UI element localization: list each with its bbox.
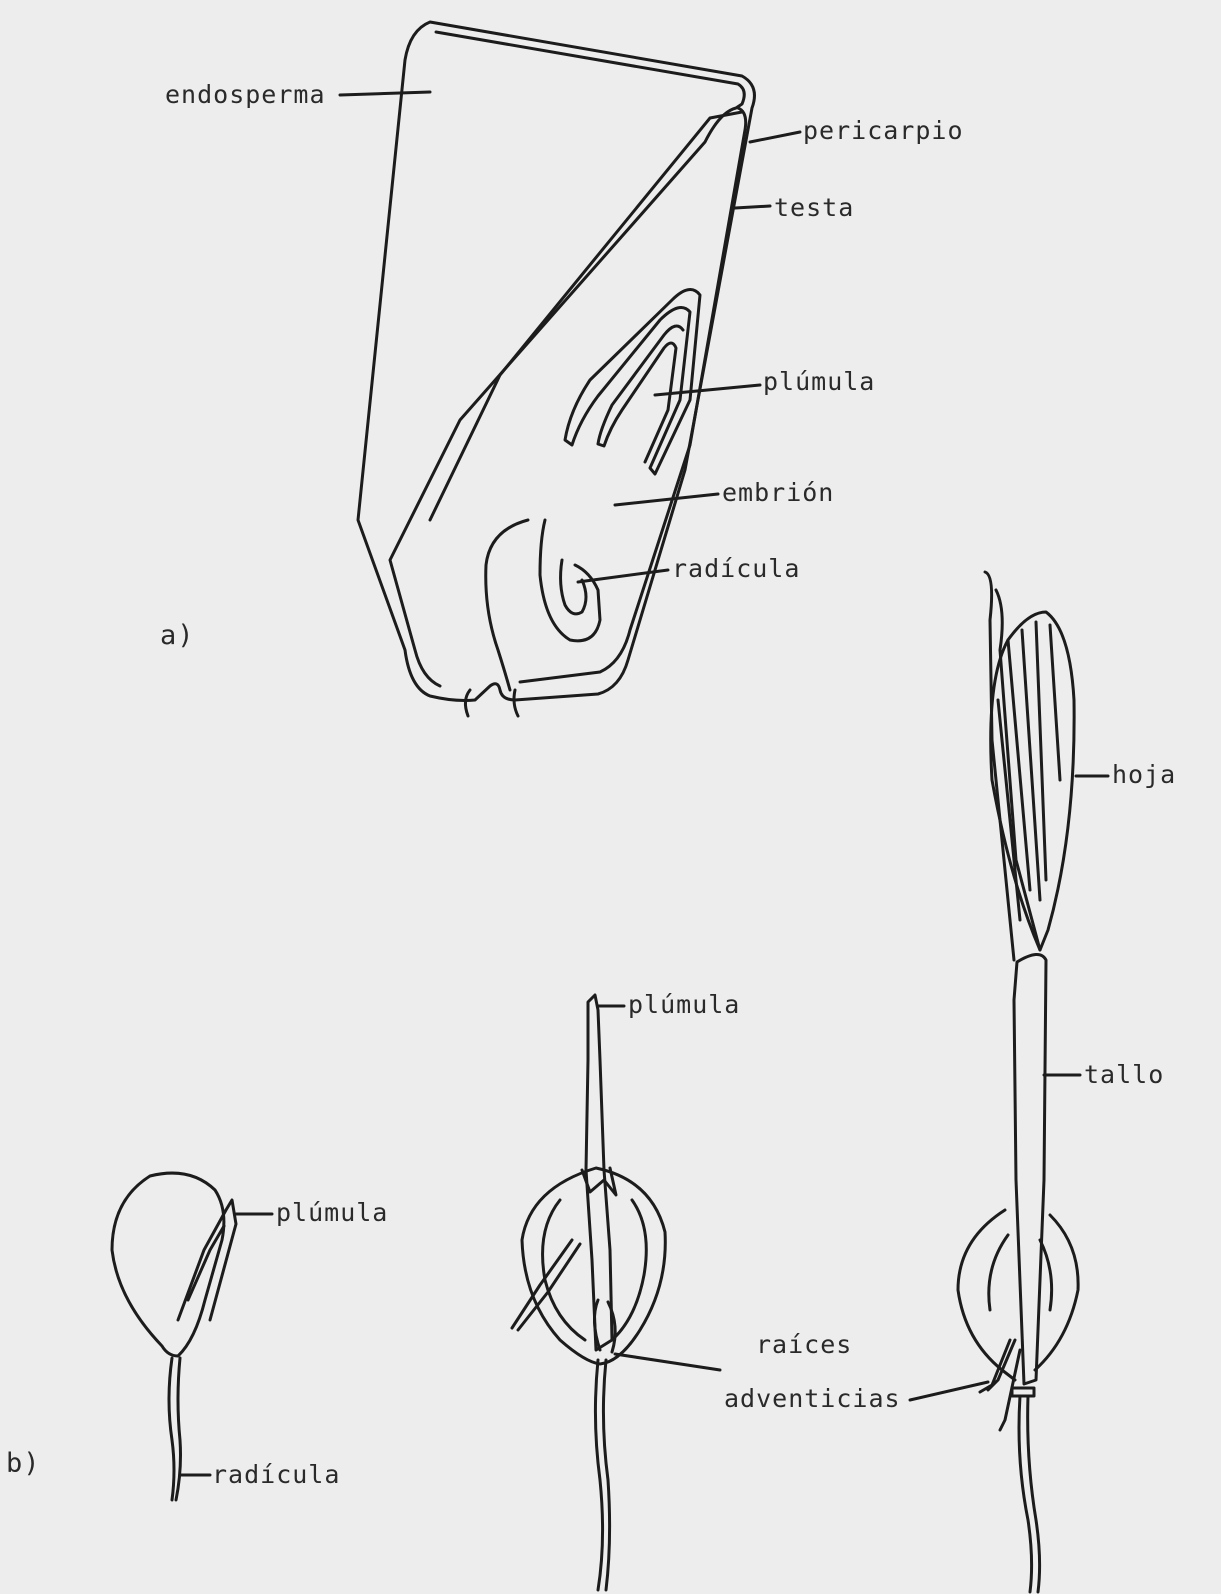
germination-stage-3 <box>910 572 1108 1592</box>
endosperm-boundary <box>390 32 744 686</box>
radicle-scutellum <box>486 520 528 690</box>
seed-cross-section <box>340 22 800 716</box>
seed-base-left <box>465 690 470 716</box>
stage1-seed <box>112 1173 224 1356</box>
stage3-stem <box>1014 954 1046 1384</box>
label-plumula-stage1: plúmula <box>276 1198 388 1227</box>
embryo-outline <box>430 112 742 520</box>
stage3-leaf-veins <box>998 622 1060 920</box>
label-pericarpio: pericarpio <box>803 116 964 145</box>
stage1-radicle <box>169 1358 174 1500</box>
stage2-root-2 <box>518 1244 580 1330</box>
leader-testa <box>735 206 770 208</box>
stage2-radicle-b <box>603 1360 609 1590</box>
label-radicula-a: radícula <box>672 554 800 583</box>
germination-stage-1 <box>112 1173 272 1500</box>
label-tallo: tallo <box>1084 1060 1164 1089</box>
label-endosperma: endosperma <box>165 80 326 109</box>
stage3-node <box>1012 1388 1034 1396</box>
leader-pericarpio <box>750 132 800 142</box>
label-testa: testa <box>774 193 854 222</box>
label-plumula-a: plúmula <box>763 367 875 396</box>
stage2-radicle <box>595 1360 602 1590</box>
seed-base-right <box>514 690 518 716</box>
leader-embrion <box>615 494 718 505</box>
label-embrion: embrión <box>722 478 834 507</box>
figure-b-tag: b) <box>6 1448 41 1479</box>
stage3-radicle <box>1019 1396 1032 1592</box>
germination-stage-2 <box>512 995 720 1590</box>
stage3-radicle-b <box>1028 1396 1040 1592</box>
stage1-radicle-b <box>176 1358 181 1500</box>
leader-endosperma <box>340 92 430 95</box>
label-radicula-stage1: radícula <box>212 1460 340 1489</box>
label-raices: raíces <box>756 1330 852 1359</box>
figure-a-tag: a) <box>160 620 195 651</box>
leader-raices-stage2 <box>615 1354 720 1370</box>
label-hoja: hoja <box>1112 760 1176 789</box>
label-adventicias: adventicias <box>724 1384 901 1413</box>
plumule-outer <box>565 290 700 474</box>
leader-adventicias <box>910 1382 988 1400</box>
label-plumula-stage2: plúmula <box>628 990 740 1019</box>
